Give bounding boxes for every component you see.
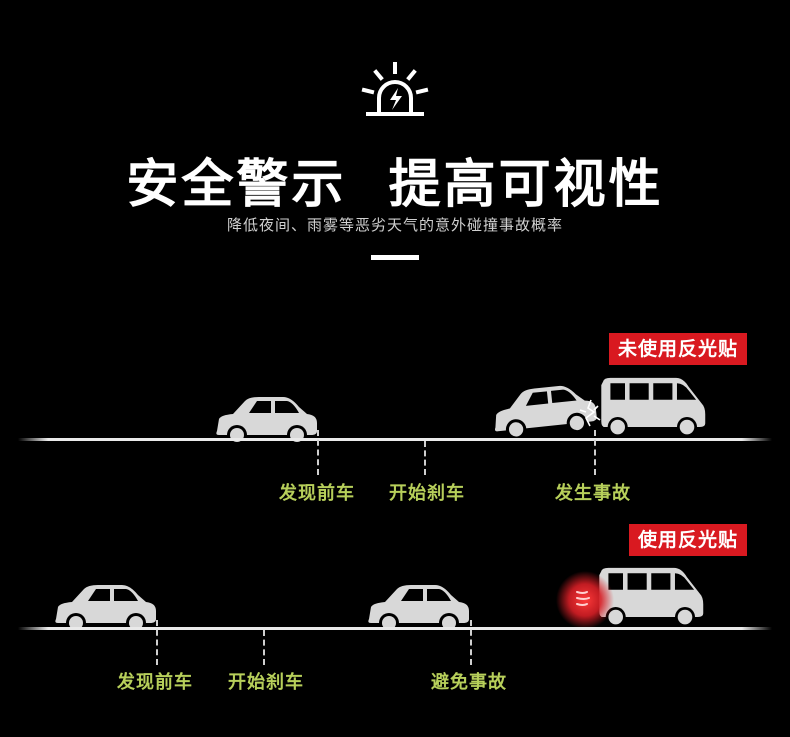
label-avoid-accident: 避免事故 <box>431 672 507 693</box>
page-subtitle: 降低夜间、雨雾等恶劣天气的意外碰撞事故概率 <box>226 216 563 234</box>
crash-impact-icon <box>579 399 601 427</box>
marker-line-accident <box>594 430 596 475</box>
label-start-brake: 开始刹车 <box>389 483 465 504</box>
marker-line-avoid <box>470 620 472 665</box>
marker-line-brake <box>424 441 426 475</box>
warning-light-icon <box>361 62 429 116</box>
reflector-glow-icon <box>556 571 614 629</box>
badge-with-reflector: 使用反光贴 <box>629 524 748 556</box>
label-spot-car: 发现前车 <box>117 672 193 693</box>
marker-line-spot <box>317 430 319 475</box>
badge-without-reflector: 未使用反光贴 <box>609 333 748 365</box>
label-start-brake: 开始刹车 <box>228 672 304 693</box>
van-front <box>601 377 706 438</box>
title-divider <box>371 255 419 260</box>
label-spot-car: 发现前车 <box>279 483 355 504</box>
marker-line-spot <box>156 620 158 665</box>
page-title: 安全警示 提高可视性 <box>126 155 664 215</box>
road-top <box>18 438 772 441</box>
road-bottom <box>18 627 772 630</box>
marker-line-brake <box>263 630 265 665</box>
label-accident: 发生事故 <box>555 483 631 504</box>
